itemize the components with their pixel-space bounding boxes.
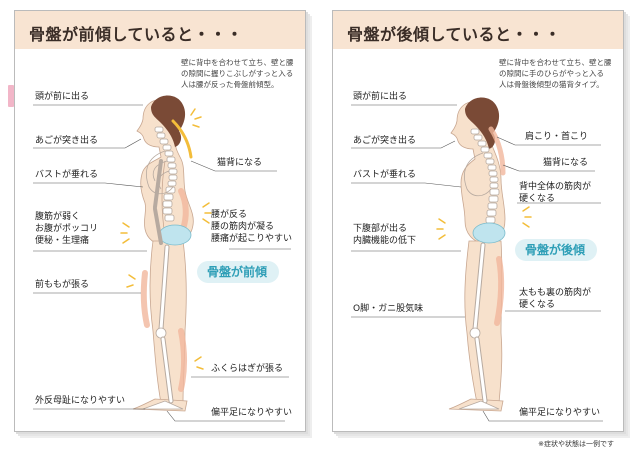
- hair-shape: [465, 97, 500, 149]
- leader-lines: [351, 104, 603, 422]
- self-check-note: 壁に背中を合わせて立ち、壁と腰 の隙間に手のひらがやっと入る 人は骨盤後傾型の猫…: [499, 58, 612, 89]
- spark-abdomen: [436, 218, 446, 240]
- label-chin-out: あごが突き出る: [353, 136, 417, 146]
- spark-neck: [190, 108, 202, 128]
- footnote: ※症状や状態は一例です: [538, 440, 614, 448]
- label-bust-sag: バストが垂れる: [353, 170, 417, 180]
- femur-inner: [159, 245, 169, 331]
- panel-title: 骨盤が前傾していると・・・: [29, 25, 244, 44]
- label-lower-abdomen: 下腹部が出る 内臓機能の低下: [353, 224, 417, 246]
- rib-line-1: [152, 160, 168, 182]
- skeleton: [142, 126, 192, 410]
- knee: [155, 327, 167, 339]
- label-back-muscle-stiff: 背中全体の筋肉が 硬くなる: [519, 182, 592, 204]
- leader-flatfoot: [482, 410, 603, 422]
- middle-tab-orange: [305, 108, 311, 130]
- label-chin-out: あごが突き出る: [35, 136, 99, 146]
- rib-cage: [464, 152, 492, 197]
- spine: [470, 128, 500, 224]
- spark-marks: [436, 206, 532, 240]
- label-cat-back: 猫背になる: [217, 158, 263, 168]
- femur-inner: [473, 243, 485, 331]
- posterior-tilt-panel: 骨盤が後傾していると・・・ 壁に背中を合わせて立ち、壁と腰 の隙間に手のひらがや…: [332, 10, 624, 432]
- pelvis-posterior-tilt-badge: 骨盤が後傾: [515, 239, 598, 261]
- right-edge-tab-blue: [623, 78, 629, 100]
- spark-waist: [202, 202, 212, 224]
- left-edge-tab: [8, 85, 14, 107]
- pelvis: [158, 224, 192, 246]
- spark-abs: [120, 222, 130, 244]
- label-head-forward: 頭が前に出る: [353, 92, 408, 102]
- panel-header: 骨盤が後傾していると・・・: [333, 11, 623, 49]
- forearm: [153, 207, 163, 245]
- posterior-tilt-figure: [351, 97, 603, 422]
- panel-title: 骨盤が後傾していると・・・: [347, 25, 562, 44]
- pelvis: [472, 222, 506, 244]
- middle-tab-blue: [305, 70, 311, 92]
- label-hamstring-stiff: 太もも裏の筋肉が 硬くなる: [519, 288, 592, 310]
- leader-cat-back: [190, 160, 277, 172]
- muscle-highlights: [488, 126, 506, 326]
- spark-calf: [194, 356, 204, 370]
- spine: [154, 126, 178, 222]
- tibia-inner: [161, 337, 173, 403]
- hair-shape: [151, 95, 186, 147]
- label-front-thigh: 前ももが張る: [35, 280, 90, 290]
- leader-shoulder: [496, 136, 601, 146]
- panel-header: 骨盤が前傾していると・・・: [15, 11, 305, 49]
- rib-cage: [146, 150, 174, 195]
- foot-bones: [142, 400, 184, 410]
- leader-bust: [351, 182, 462, 188]
- anterior-tilt-panel: 骨盤が前傾していると・・・ 壁に背中を合わせて立ち、壁と腰 の隙間に握りこぶしが…: [14, 10, 306, 432]
- humerus: [153, 159, 163, 209]
- leader-chin: [33, 138, 142, 149]
- label-cat-back: 猫背になる: [543, 158, 589, 168]
- label-shoulder-neck: 肩こり・首こり: [525, 132, 589, 142]
- anterior-tilt-figure: [33, 95, 291, 422]
- upper-back-highlight: [171, 119, 193, 159]
- label-flat-foot: 偏平足になりやすい: [519, 408, 601, 418]
- hamstring-highlight: [494, 256, 505, 326]
- label-hallux-valgus: 外反母趾になりやすい: [35, 396, 126, 406]
- right-edge-tab-pink: [623, 55, 629, 77]
- leader-chin: [351, 140, 456, 149]
- spark-thigh: [126, 274, 136, 288]
- label-waist-arch: 腰が反る 腰の筋肉が凝る 腰痛が起こりやすい: [211, 210, 293, 244]
- calf-highlight: [178, 328, 187, 392]
- front-thigh-highlight: [140, 270, 150, 328]
- label-flat-foot: 偏平足になりやすい: [211, 408, 293, 418]
- label-bow-legs: O脚・ガニ股気味: [353, 304, 424, 314]
- upper-back-highlight: [488, 126, 506, 176]
- spark-waist: [522, 206, 532, 228]
- skeleton: [458, 128, 506, 410]
- foot-bones: [458, 400, 500, 410]
- label-bust-sag: バストが垂れる: [35, 170, 99, 180]
- leader-cat-back: [502, 164, 595, 172]
- label-calf-tension: ふくらはぎが張る: [211, 364, 284, 374]
- knee: [469, 327, 481, 339]
- pelvis-anterior-tilt-badge: 骨盤が前傾: [197, 261, 280, 283]
- muscle-highlights: [140, 119, 193, 392]
- leader-lines: [33, 104, 291, 422]
- tibia-inner: [475, 337, 487, 403]
- spark-marks: [120, 108, 212, 370]
- label-head-forward: 頭が前に出る: [35, 92, 90, 102]
- leader-flatfoot: [166, 410, 285, 422]
- self-check-note: 壁に背中を合わせて立ち、壁と腰 の隙間に握りこぶしがすっと入る 人は腰が反った骨…: [181, 58, 294, 89]
- lower-back-highlight: [178, 188, 189, 232]
- body-silhouette: [132, 95, 194, 412]
- label-weak-abs: 腹筋が弱く お腹がポッコリ 便秘・生理痛: [35, 212, 99, 246]
- leader-bust: [33, 182, 144, 188]
